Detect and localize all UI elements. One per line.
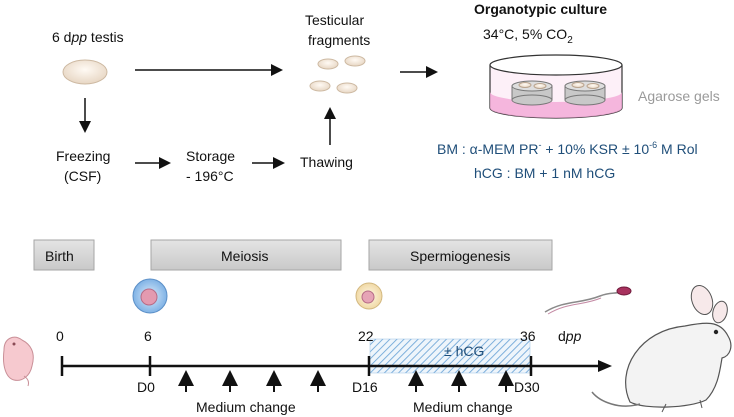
- stage-box-birth: [33, 239, 95, 271]
- bm-medium-label: BM : α-MEM PR- + 10% KSR ± 10-6 M Rol: [437, 140, 698, 157]
- stage-meiosis: Meiosis: [221, 248, 268, 264]
- hcg-window: [369, 338, 531, 374]
- hcg-medium-label: hCG : BM + 1 nM hCG: [474, 165, 615, 181]
- storage-label: Storage: [186, 148, 235, 164]
- age-36: 36: [520, 328, 536, 344]
- freezing-csf-label: (CSF): [64, 168, 101, 184]
- thawing-label: Thawing: [300, 154, 353, 170]
- spermatocyte-icon: [132, 278, 168, 314]
- medium-change-arrows-1: [178, 370, 326, 392]
- culture-title: Organotypic culture: [474, 1, 607, 17]
- sperm-icon: [544, 286, 632, 315]
- testis-label: 6 dpp testis: [52, 29, 124, 45]
- storage-temp-label: - 196°C: [186, 168, 234, 184]
- day-d0: D0: [137, 379, 155, 395]
- stage-spermiogenesis: Spermiogenesis: [410, 248, 510, 264]
- fragments-icon: [309, 55, 366, 94]
- medium-change-arrows-2: [408, 370, 514, 392]
- culture-dish-icon: [489, 54, 623, 119]
- medium-change-label-1: Medium change: [196, 399, 296, 415]
- culture-conditions: 34°C, 5% CO2: [483, 26, 573, 46]
- adult-mouse-icon: [591, 284, 732, 413]
- age-unit: dpp: [558, 328, 582, 344]
- hcg-window-label: ± hCG: [444, 343, 484, 359]
- freezing-label: Freezing: [56, 148, 110, 164]
- stage-box-spermiogenesis: [368, 239, 553, 271]
- age-0: 0: [56, 328, 64, 344]
- fragments-label-2: fragments: [308, 32, 370, 48]
- age-6: 6: [144, 328, 152, 344]
- newborn-mouse-icon: [3, 336, 34, 387]
- timeline-arrowhead: [598, 360, 612, 372]
- medium-change-label-2: Medium change: [413, 399, 513, 415]
- agarose-label: Agarose gels: [638, 88, 720, 104]
- spermatid-icon: [355, 282, 383, 310]
- fragments-label-1: Testicular: [305, 12, 364, 28]
- day-d30: D30: [514, 379, 540, 395]
- day-d16: D16: [352, 379, 378, 395]
- stage-birth: Birth: [45, 248, 74, 264]
- stage-box-meiosis: [150, 239, 342, 271]
- testis-icon: [62, 59, 108, 85]
- age-22: 22: [358, 328, 374, 344]
